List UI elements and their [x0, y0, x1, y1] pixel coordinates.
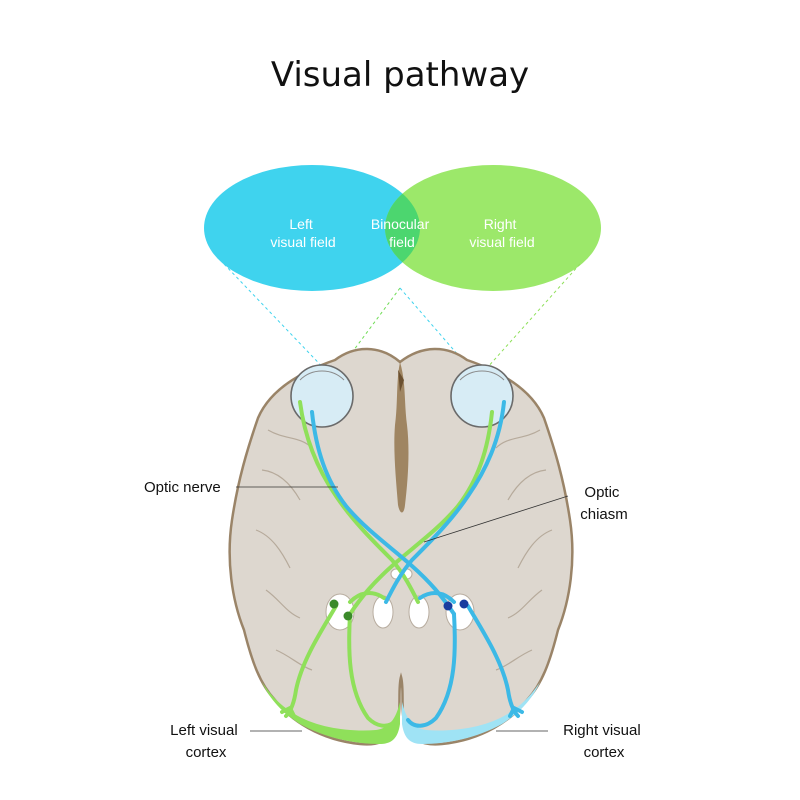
left-field-label: Left visual field — [270, 216, 335, 250]
left-visual-field — [204, 165, 420, 291]
brain — [228, 347, 574, 746]
right-visual-field — [385, 165, 601, 291]
right-eye — [450, 364, 514, 428]
label-optic-chiasm: Optic chiasm — [423, 484, 628, 543]
right-field-label: Right visual field — [469, 216, 534, 250]
svg-text:Right visual cortex: Right visual cortex — [563, 722, 645, 761]
synapse-dots — [329, 599, 469, 621]
svg-text:Optic chiasm: Optic chiasm — [580, 484, 628, 523]
longitudinal-fissure — [394, 362, 409, 513]
eyes — [290, 364, 514, 428]
right-nucleus-inner — [408, 595, 430, 629]
green-pathway — [280, 400, 494, 728]
left-nucleus-inner — [372, 595, 394, 629]
fissure-arrow-detail — [398, 370, 404, 392]
projection-lines — [223, 263, 581, 379]
left-eye-cornea — [299, 370, 345, 381]
label-optic-nerve: Optic nerve — [144, 479, 338, 496]
visual-fields: Left visual field Binocular field Right … — [204, 165, 601, 291]
right-eye-cornea — [459, 370, 505, 381]
blue-pathway — [310, 400, 524, 728]
diagram-title: Visual pathway — [271, 55, 529, 95]
binocular-field-label: Binocular field — [371, 216, 433, 250]
left-eye — [290, 364, 354, 428]
label-right-visual-cortex: Right visual cortex — [496, 722, 645, 761]
svg-text:Left visual cortex: Left visual cortex — [170, 722, 242, 761]
svg-text:Optic nerve: Optic nerve — [144, 479, 221, 496]
brain-sulci — [255, 429, 553, 671]
label-left-visual-cortex: Left visual cortex — [170, 722, 302, 761]
